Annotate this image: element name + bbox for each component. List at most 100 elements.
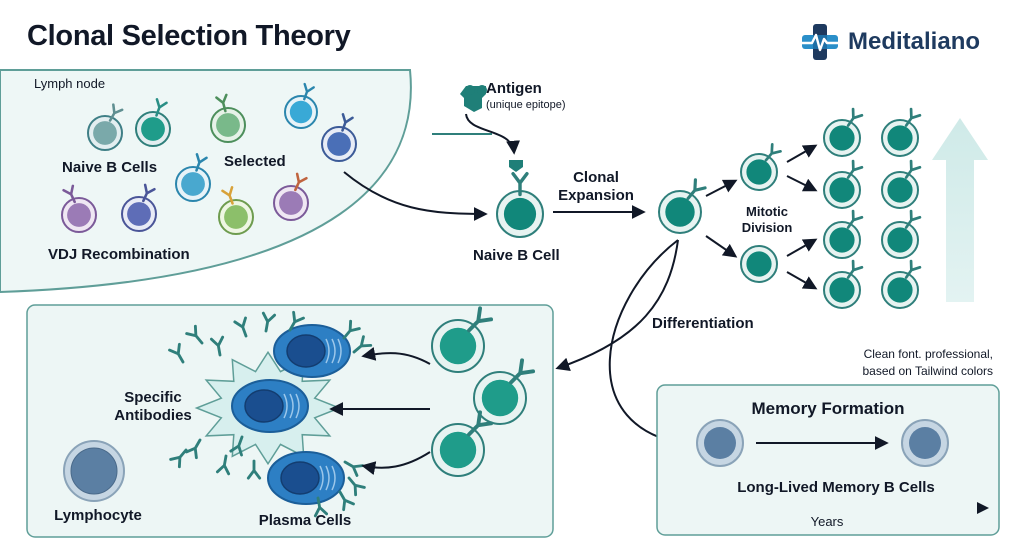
- lymph-node-label: Lymph node: [34, 76, 105, 91]
- receptor-icon: [288, 310, 305, 332]
- plasma-cell: [267, 451, 345, 505]
- antigen-label: Antigen: [486, 80, 542, 97]
- receptor-icon: [155, 98, 168, 117]
- activated-b-cell: [658, 178, 707, 234]
- receptor-icon: [904, 259, 922, 279]
- receptor-icon: [343, 460, 365, 477]
- clonal-expansion-line1: Clonal: [573, 169, 619, 186]
- receptor-icon: [142, 183, 156, 203]
- specific-antibodies-line1: Specific: [124, 389, 182, 406]
- receptor-icon: [221, 186, 234, 205]
- specific-antibodies-line2: Antibodies: [114, 407, 192, 424]
- naive-b-cell: [210, 93, 246, 143]
- differentiation-label: Differentiation: [652, 315, 754, 332]
- receptor-icon: [313, 496, 329, 518]
- receptor-icon: [846, 209, 864, 229]
- receptor-icon: [511, 172, 529, 197]
- memory-b-cell: [696, 419, 744, 467]
- receptor-icon: [168, 342, 185, 364]
- memory-formation-title: Memory Formation: [751, 399, 904, 418]
- years-label: Years: [811, 514, 844, 529]
- division-arrow: [705, 179, 738, 197]
- receptor-icon: [261, 311, 277, 333]
- medical-cross-heartbeat-icon: [800, 24, 840, 60]
- note-line1: Clean font. professional,: [864, 347, 993, 361]
- receptor-icon: [352, 335, 373, 354]
- receptor-icon: [169, 448, 188, 469]
- antigen-icon: [460, 85, 487, 112]
- receptor-icon: [467, 306, 494, 333]
- receptor-icon: [246, 459, 262, 480]
- receptor-icon: [347, 476, 366, 497]
- receptor-icon: [195, 153, 208, 172]
- plasma-cells-label: Plasma Cells: [259, 512, 352, 529]
- receptor-icon: [846, 159, 864, 179]
- naive-b-cell: [273, 172, 309, 221]
- clone-b-cell: [881, 159, 922, 209]
- naive-b-cell: [121, 183, 157, 232]
- division-arrow: [786, 175, 818, 192]
- diagram-title: Clonal Selection Theory: [27, 20, 351, 52]
- receptor-icon: [108, 103, 124, 122]
- receptor-icon: [904, 159, 922, 179]
- selected-naive-b-cell: [496, 172, 544, 238]
- receptor-icon: [338, 490, 355, 512]
- receptor-icon: [233, 316, 248, 338]
- memory-cells-label: Long-Lived Memory B Cells: [737, 479, 935, 496]
- years-axis-arrowhead: [977, 502, 989, 514]
- differentiating-b-cell: [473, 358, 536, 425]
- naive-b-cell: [284, 82, 318, 129]
- antigen-binding-arrow: [465, 113, 521, 155]
- brand-name: Meditaliano: [848, 28, 981, 55]
- note-line2: based on Tailwind colors: [862, 364, 993, 378]
- clone-b-cell: [881, 259, 922, 309]
- receptor-icon: [846, 107, 864, 127]
- naive-b-cell-label: Naive B Cell: [473, 247, 560, 264]
- plasma-cell: [231, 379, 309, 433]
- clone-b-cell: [823, 107, 864, 157]
- lymphocyte-cell: [63, 440, 125, 502]
- receptor-icon: [764, 143, 782, 162]
- receptor-icon: [342, 319, 361, 340]
- naive-b-cell: [135, 98, 171, 147]
- dividing-b-cell: [740, 143, 782, 191]
- differentiating-b-cell: [431, 306, 494, 373]
- naive-b-cell: [175, 153, 211, 202]
- selected-label: Selected: [224, 153, 286, 170]
- receptor-icon: [215, 454, 231, 476]
- naive-b-cell: [87, 103, 124, 151]
- receptor-icon: [185, 324, 204, 345]
- differentiating-b-cell: [431, 410, 494, 477]
- growth-up-arrow: [932, 118, 988, 302]
- receptor-icon: [215, 93, 228, 113]
- antigen-sublabel: (unique epitope): [486, 99, 566, 111]
- receptor-icon: [303, 82, 315, 101]
- receptor-icon: [467, 410, 494, 437]
- differentiation-arrow-down: [608, 239, 694, 451]
- division-arrow: [705, 235, 738, 258]
- vdj-recombination-label: VDJ Recombination: [48, 246, 190, 263]
- division-arrow: [786, 271, 818, 290]
- naive-b-cell: [61, 184, 97, 233]
- plasma-arrow: [361, 451, 431, 475]
- selection-arrow: [343, 171, 488, 221]
- naive-b-cell: [218, 186, 254, 235]
- brand-logo: Meditaliano: [800, 20, 980, 64]
- receptor-icon: [62, 184, 76, 204]
- receptor-icon: [209, 335, 225, 357]
- lymphocyte-label: Lymphocyte: [54, 507, 142, 524]
- receptor-icon: [846, 259, 864, 279]
- clone-b-cell: [823, 159, 864, 209]
- division-arrow: [786, 238, 818, 257]
- receptor-icon: [294, 172, 308, 192]
- bound-antigen-icon: [509, 160, 523, 172]
- clone-b-cell: [823, 259, 864, 309]
- plasma-cell: [273, 324, 351, 378]
- clone-b-cell: [823, 209, 864, 259]
- receptor-icon: [509, 358, 536, 385]
- receptor-icon: [904, 107, 922, 127]
- division-arrow: [786, 144, 818, 163]
- memory-b-cell: [901, 419, 949, 467]
